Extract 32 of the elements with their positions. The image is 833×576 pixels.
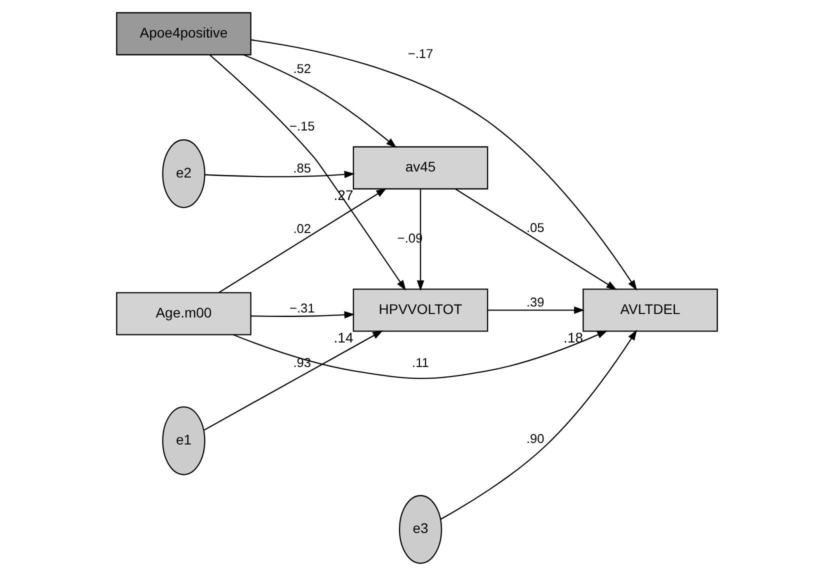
arrow	[204, 170, 354, 178]
edge-label: .85	[292, 160, 311, 176]
arrow	[454, 188, 616, 290]
node-ellipse: e2	[162, 139, 205, 208]
node-box: av45	[352, 146, 488, 190]
edge-label: −.15	[288, 118, 314, 134]
edge-label: .39	[526, 294, 544, 310]
node-ellipse: e1	[162, 406, 205, 476]
arrow	[487, 306, 584, 314]
node-box: Age.m00	[116, 292, 251, 336]
node-label: .18	[563, 329, 583, 346]
edge-label: .90	[526, 430, 544, 446]
arrow	[440, 330, 637, 520]
arrow	[203, 330, 383, 431]
arrow	[232, 330, 608, 379]
node-box: HPVVOLTOT	[352, 288, 488, 332]
arrow	[242, 54, 396, 148]
arrow	[218, 188, 386, 293]
edge-label: −.31	[288, 300, 314, 316]
arrow	[250, 311, 354, 319]
node-box: AVLTDEL	[582, 288, 718, 332]
edge-label: .05	[526, 220, 544, 235]
arrow	[208, 54, 406, 291]
node-label: .14	[333, 329, 353, 346]
node-box: Apoe4positive	[116, 12, 251, 56]
arrow	[250, 39, 637, 291]
node-ellipse: e3	[398, 495, 442, 564]
edge-label: .02	[292, 220, 311, 236]
edge-label: .11	[412, 355, 428, 370]
edge-label: −.17	[407, 46, 433, 61]
arrow	[416, 188, 424, 291]
edge-label: .52	[292, 61, 311, 76]
